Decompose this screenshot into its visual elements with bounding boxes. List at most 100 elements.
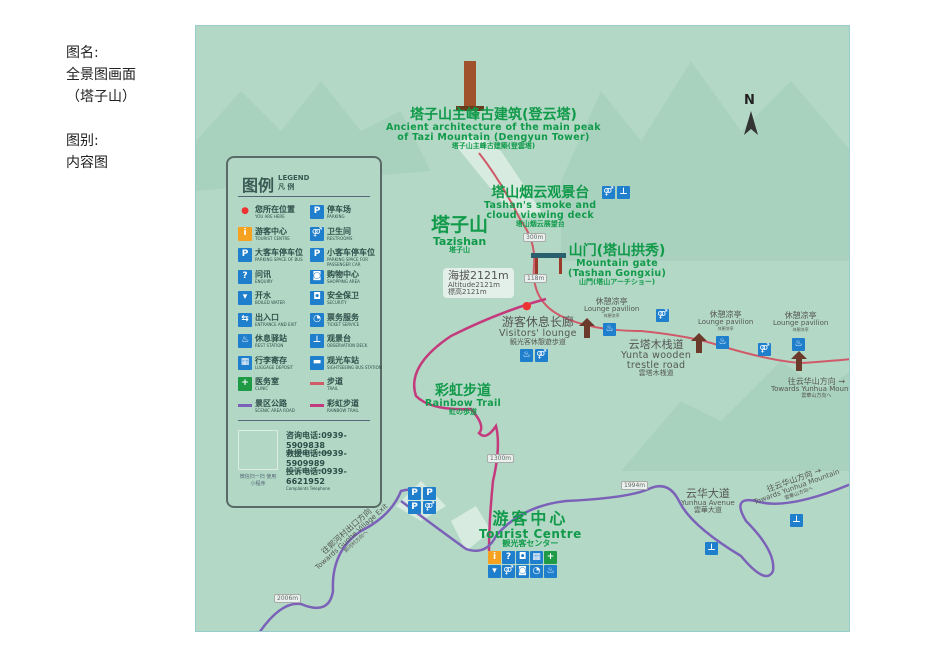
restroom-icon: ⚤	[602, 186, 615, 199]
tower-icon	[456, 61, 484, 111]
rest-station-icon: ♨	[520, 349, 533, 362]
luggage-icon: ▦	[238, 355, 252, 370]
map-type-label: 图别:	[66, 133, 99, 149]
legend-item-label: 购物中心	[327, 269, 359, 279]
bus-parking-icon: P	[423, 487, 436, 500]
legend-item-label: 停车场	[327, 205, 351, 214]
rainbow-trail-path	[413, 297, 547, 552]
legend-item-sublabel: ENTRANCE AND EXIT	[255, 321, 297, 327]
legend-item-label: 开水	[255, 291, 271, 300]
shopping-icon: ◙	[310, 269, 324, 284]
legend-item-label: 您所在位置	[255, 205, 295, 214]
legend-item-label: 观光车站	[327, 355, 359, 365]
label-rainbow-trail[interactable]: 彩虹步道 Rainbow Trail 虹の歩道	[425, 383, 502, 416]
water-icon: ▾	[238, 291, 252, 305]
location-pin-icon: ●	[241, 206, 249, 216]
legend-item-label: 出入口	[255, 312, 279, 322]
divider	[238, 420, 370, 421]
qr-code[interactable]	[238, 430, 278, 470]
legend-item-label: 步道	[327, 377, 343, 386]
qr-caption: 微信扫一扫 使用小程序	[239, 474, 277, 487]
legend-item-label: 小客车停车位	[327, 248, 375, 257]
ticket-icon: ◔	[310, 312, 324, 327]
distance-marker: 1300m	[487, 454, 515, 463]
label-visitors-lounge[interactable]: 游客休息长廊 Visitors' lounge 観光客休憩遊歩道	[499, 315, 577, 346]
restroom-icon: ⚤	[535, 349, 548, 362]
legend-item-sublabel: SCENIC AREA ROAD	[255, 407, 295, 413]
luggage-icon: ▦	[530, 551, 543, 564]
map-name-line1: 全景图画面	[66, 67, 136, 83]
legend-item-label: 医务室	[255, 377, 279, 386]
label-yunhua-avenue[interactable]: 云华大道 Yunhua Avenue 雲華大道	[681, 487, 735, 514]
rest-station-icon: ♨	[716, 336, 729, 349]
bus-icon: ▬	[310, 355, 324, 370]
legend-item-sublabel: RESTROOMS	[327, 235, 353, 241]
clinic-icon: +	[544, 551, 557, 564]
rest-station-icon: ♨	[603, 323, 616, 336]
parking-icon: P	[408, 487, 421, 500]
distance-marker: 2006m	[274, 594, 302, 603]
legend-item-sublabel: RAINBOW TRAIL	[327, 407, 359, 413]
info-icon: i	[488, 551, 501, 564]
parking-icon: P	[310, 205, 324, 219]
label-tower[interactable]: 塔子山主峰古建筑(登云塔) Ancient architecture of th…	[386, 107, 601, 150]
observation-deck-icon: ⊥	[705, 542, 718, 555]
shopping-icon: ◙	[516, 565, 529, 578]
restroom-icon: ⚤	[423, 501, 436, 514]
legend-item-sublabel: YOU ARE HERE	[255, 214, 285, 219]
question-icon: ?	[238, 269, 252, 284]
scenic-road	[258, 483, 849, 631]
legend-item-label: 游客中心	[255, 226, 287, 236]
water-icon: ▾	[488, 565, 501, 578]
legend-item-label: 观景台	[327, 334, 351, 343]
entrance-icon: ⇆	[238, 312, 252, 327]
distance-marker: 118m	[524, 274, 548, 283]
label-trestle-road[interactable]: 云塔木栈道 Yunta wooden trestle road 雲塔木桟道	[621, 338, 692, 378]
clinic-icon: +	[238, 377, 252, 391]
label-tazishan[interactable]: 塔子山 Tazishan 塔子山	[431, 214, 489, 255]
car-parking-icon: P	[408, 501, 421, 514]
security-icon: ◘	[310, 291, 324, 305]
legend-item-label: 彩虹步道	[327, 398, 359, 408]
rest-station-icon: ♨	[792, 338, 805, 351]
label-towards-yunhua[interactable]: 往云华山方向 → Towards Yunhua Mountain 雲華山方向へ	[771, 377, 849, 399]
question-icon: ?	[502, 551, 515, 564]
label-tourist-centre[interactable]: 游客中心 Tourist Centre 観光客センター	[479, 509, 582, 549]
label-viewing-deck[interactable]: 塔山烟云观景台 Tashan's smoke and cloud viewing…	[484, 185, 597, 228]
legend-item-sublabel: PARKING	[327, 214, 345, 219]
restroom-icon: ⚤	[310, 226, 324, 241]
legend-item-sublabel: PARKING SPACE OF BUS	[255, 257, 303, 262]
ticket-icon: ◔	[530, 565, 543, 578]
legend-item-sublabel: LUGGAGE DEPOSIT	[255, 364, 294, 370]
distance-marker: 1994m	[621, 481, 649, 490]
legend-item-label: 安全保卫	[327, 291, 359, 300]
observation-deck-icon: ⊥	[790, 514, 803, 527]
legend-item-label: 景区公路	[255, 398, 287, 408]
label-mountain-gate[interactable]: 山门(塔山拱秀) Mountain gate (Tashan Gongxiu) …	[568, 243, 667, 286]
pavilion-icons	[579, 318, 807, 371]
legend-item-sublabel: ENQUIRY	[255, 278, 273, 284]
trail-line-icon	[310, 382, 324, 385]
legend-item-sublabel: SIGHTSEEING BUS STATION	[327, 364, 382, 370]
legend-item-label: 大客车停车位	[255, 248, 303, 257]
panorama-map[interactable]: ● N 塔子山主峰古建筑(登云塔) Ancient architecture o…	[195, 25, 850, 632]
compass-label: N	[744, 93, 755, 108]
rest-icon: ♨	[238, 334, 252, 348]
